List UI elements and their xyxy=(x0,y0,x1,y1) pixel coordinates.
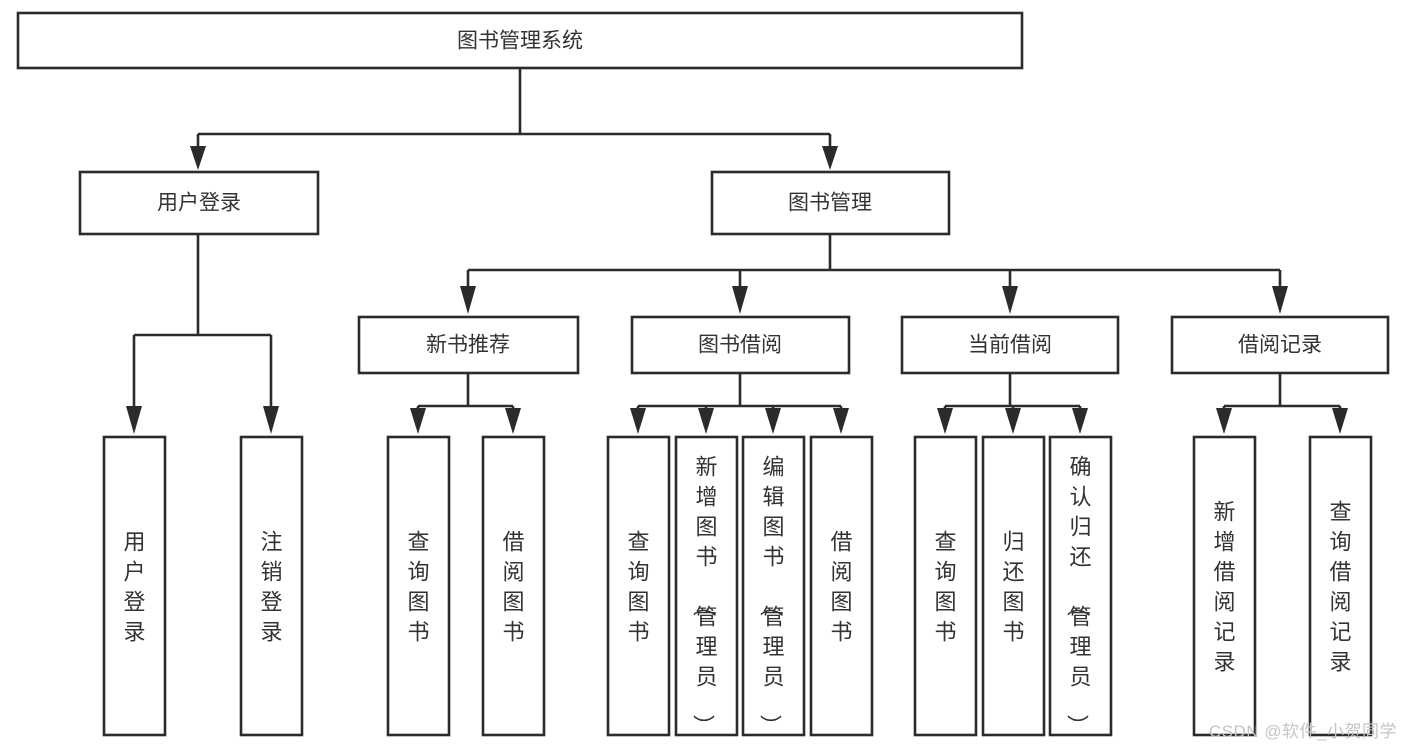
arrowhead-borrow-query xyxy=(630,408,646,434)
leaf-box[interactable] xyxy=(741,435,806,737)
leaf-node[interactable]: 新增图书（管理员） xyxy=(674,435,739,737)
leaf-node[interactable]: 用户登录 xyxy=(102,435,167,737)
current-borrow-label: 当前借阅 xyxy=(968,334,1052,357)
leaf-box[interactable] xyxy=(386,435,451,737)
leaf-label: 借阅图书 xyxy=(830,529,852,644)
arrowhead-borrow xyxy=(732,286,748,314)
leaf-box[interactable] xyxy=(481,435,546,737)
arrowhead-newbook xyxy=(460,286,476,314)
arrowhead-current xyxy=(1002,286,1018,314)
borrow-record-label: 借阅记录 xyxy=(1238,334,1322,357)
leaf-label: 确认归还（管理员） xyxy=(1064,454,1091,736)
csdn-watermark: CSDN @软件_小贺同学 xyxy=(1208,722,1397,741)
leaf-node[interactable]: 新增借阅记录 xyxy=(1192,435,1257,737)
leaf-label: 用户登录 xyxy=(123,529,145,644)
leaf-box[interactable] xyxy=(981,435,1046,737)
connector-group-record-leaves xyxy=(1216,373,1348,434)
arrowhead-current-confirm xyxy=(1072,408,1088,434)
node-book-management[interactable]: 图书管理 xyxy=(710,170,951,236)
leaf-node[interactable]: 查询图书 xyxy=(913,435,978,737)
leaf-box[interactable] xyxy=(1192,435,1257,737)
leaf-label: 查询图书 xyxy=(934,529,956,644)
book-borrow-label: 图书借阅 xyxy=(698,334,782,357)
node-root-system[interactable]: 图书管理系统 xyxy=(16,11,1024,70)
arrowhead-book-mgmt xyxy=(822,146,838,170)
arrowhead-leaf-user-login xyxy=(126,406,142,434)
leaf-node[interactable]: 查询图书 xyxy=(386,435,451,737)
leaf-node[interactable]: 借阅图书 xyxy=(809,435,874,737)
connector-group-root xyxy=(190,68,838,170)
node-new-book-recommend[interactable]: 新书推荐 xyxy=(357,315,580,375)
node-book-borrow[interactable]: 图书借阅 xyxy=(630,315,851,375)
arrowhead-record-query xyxy=(1332,408,1348,434)
leaf-label: 编辑图书（管理员） xyxy=(757,454,784,736)
user-login-box[interactable] xyxy=(78,170,320,236)
new-book-recommend-label: 新书推荐 xyxy=(426,334,510,357)
arrowhead-borrow-lend xyxy=(833,408,849,434)
arrowhead-record-add xyxy=(1216,408,1232,434)
leaf-box[interactable] xyxy=(239,435,304,737)
node-current-borrow[interactable]: 当前借阅 xyxy=(900,315,1120,375)
leaf-node[interactable]: 查询图书 xyxy=(606,435,671,737)
arrowhead-borrow-add xyxy=(698,408,714,434)
leaf-label: 新增借阅记录 xyxy=(1213,499,1235,674)
leaf-label: 归还图书 xyxy=(1002,529,1024,644)
root-box[interactable] xyxy=(16,11,1024,70)
leaf-box[interactable] xyxy=(674,435,739,737)
connector-group-book-mgmt xyxy=(460,234,1288,314)
arrowhead-current-query xyxy=(937,408,953,434)
arrowhead-record xyxy=(1272,286,1288,314)
leaf-box[interactable] xyxy=(809,435,874,737)
leaf-label: 新增图书（管理员） xyxy=(690,454,717,736)
book-management-label: 图书管理 xyxy=(788,192,872,215)
leaf-node-layer: 用户登录 注销登录 查询图书 借阅图书 查询图书 新增图书（管理员） 编辑图书（管理员） 借阅… xyxy=(102,435,1373,737)
leaf-node[interactable]: 编辑图书（管理员） xyxy=(741,435,806,737)
leaf-node[interactable]: 借阅图书 xyxy=(481,435,546,737)
arrowhead-user-login xyxy=(190,146,206,170)
leaf-label: 查询借阅记录 xyxy=(1329,499,1351,674)
arrowhead-borrow-edit xyxy=(765,408,781,434)
leaf-box[interactable] xyxy=(913,435,978,737)
leaf-box[interactable] xyxy=(102,435,167,737)
leaf-box[interactable] xyxy=(1048,435,1113,737)
leaf-box[interactable] xyxy=(606,435,671,737)
leaf-node[interactable]: 查询借阅记录 xyxy=(1308,435,1373,737)
arrowhead-newbook-borrow xyxy=(505,408,521,434)
leaf-node[interactable]: 归还图书 xyxy=(981,435,1046,737)
root-label: 图书管理系统 xyxy=(457,30,583,53)
book-borrow-box[interactable] xyxy=(630,315,851,375)
leaf-box[interactable] xyxy=(1308,435,1373,737)
connector-group-current-leaves xyxy=(937,373,1088,434)
user-login-label: 用户登录 xyxy=(157,192,241,215)
book-management-box[interactable] xyxy=(710,170,951,236)
node-user-login[interactable]: 用户登录 xyxy=(78,170,320,236)
new-book-recommend-box[interactable] xyxy=(357,315,580,375)
current-borrow-box[interactable] xyxy=(900,315,1120,375)
connector-group-borrow-leaves xyxy=(630,373,849,434)
leaf-label: 注销登录 xyxy=(260,529,282,644)
arrowhead-current-return xyxy=(1005,408,1021,434)
arrowhead-newbook-query xyxy=(410,408,426,434)
leaf-label: 借阅图书 xyxy=(502,529,524,644)
leaf-node[interactable]: 注销登录 xyxy=(239,435,304,737)
arrowhead-leaf-logout xyxy=(263,406,279,434)
connector-group-user-login xyxy=(126,234,279,434)
leaf-node[interactable]: 确认归还（管理员） xyxy=(1048,435,1113,737)
node-borrow-record[interactable]: 借阅记录 xyxy=(1170,315,1390,375)
borrow-record-box[interactable] xyxy=(1170,315,1390,375)
leaf-label: 查询图书 xyxy=(407,529,429,644)
leaf-label: 查询图书 xyxy=(627,529,649,644)
connector-group-newbook-leaves xyxy=(410,373,521,434)
